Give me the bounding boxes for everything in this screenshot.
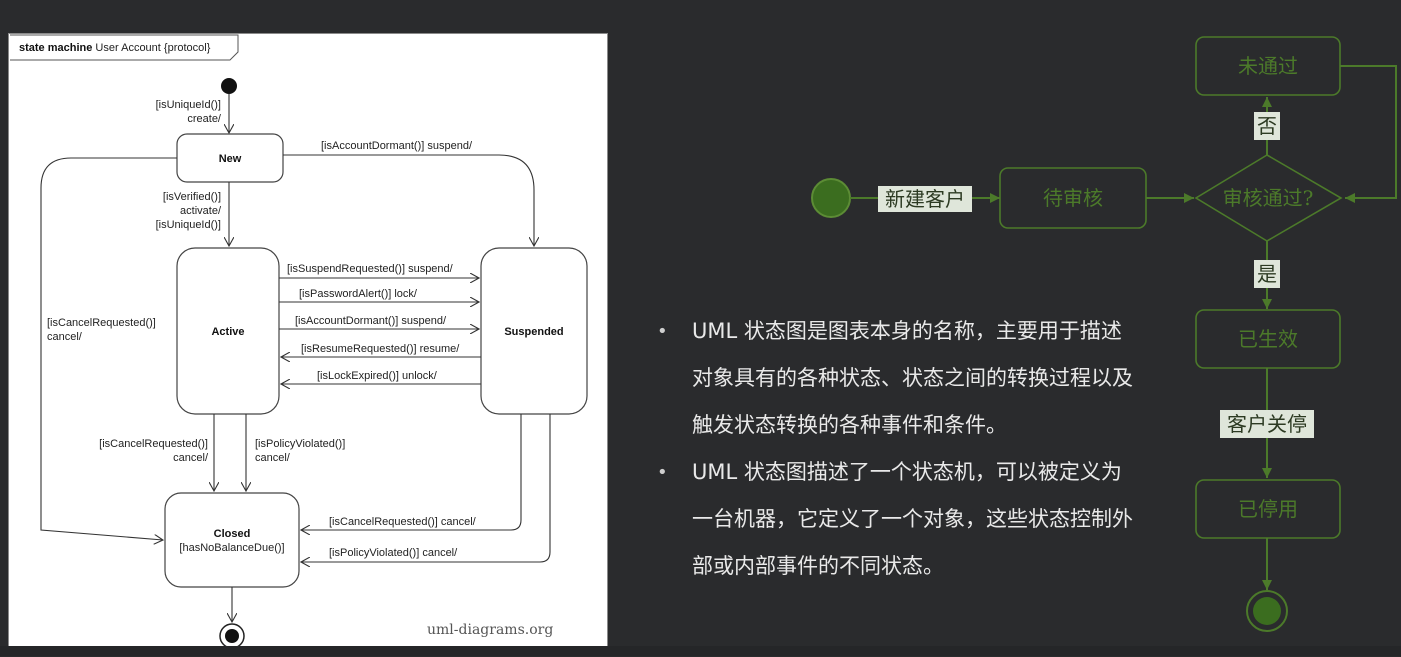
state-suspended (480, 247, 588, 415)
label-active-closed-2-guard: [isPolicyViolated()] (255, 438, 345, 450)
flow-node-active-label: 已生效 (1238, 327, 1298, 351)
flow-start-node (811, 178, 851, 218)
label-new-closed-action: cancel/ (47, 331, 83, 343)
label-initial-action: create/ (187, 113, 222, 125)
label-new-active-guard: [isVerified()] (163, 191, 221, 203)
transition-suspended-closed-2 (301, 414, 551, 562)
flow-node-deactivated-label: 已停用 (1238, 497, 1298, 521)
label-new-closed-guard: [isCancelRequested()] (47, 317, 156, 329)
label-new-active-action: activate/ (180, 205, 222, 217)
bullet-dot-icon: • (657, 321, 668, 342)
frame-title-keyword: state machine (19, 42, 92, 54)
initial-node (221, 78, 237, 94)
label-active-suspended-2: [isPasswordAlert()] lock/ (299, 288, 418, 300)
state-closed-invariant: [hasNoBalanceDue()] (179, 542, 284, 554)
flow-label-customer-close: 客户关停 (1227, 412, 1307, 436)
label-initial-guard: [isUniqueId()] (156, 99, 221, 111)
flow-decision-review-passed (1194, 154, 1343, 242)
state-suspended-label: Suspended (504, 326, 563, 338)
final-node-core (225, 629, 239, 643)
uml-state-machine: state machine User Account {protocol} [i… (9, 34, 588, 649)
flow-label-customer-close-bg (1220, 410, 1314, 438)
label-new-active-guard2: [isUniqueId()] (156, 219, 221, 231)
watermark: uml-diagrams.org (427, 622, 553, 638)
state-closed-label: Closed (214, 528, 251, 540)
label-active-suspended-1: [isSuspendRequested()] suspend/ (287, 263, 454, 275)
flow-node-pending-review-label: 待审核 (1043, 186, 1103, 210)
flow-label-yes: 是 (1257, 262, 1277, 286)
label-active-closed-1-action: cancel/ (173, 452, 209, 464)
state-closed (164, 492, 300, 588)
label-suspended-closed-1: [isCancelRequested()] cancel/ (329, 516, 477, 528)
svg-text:state machine User Account {pr: state machine User Account {protocol} (19, 42, 211, 54)
bullet-item: • UML 状态图描述了一个状态机，可以被定义为一台机器，它定义了一个对象，这些… (654, 449, 1134, 590)
bullet-text-1: UML 状态图是图表本身的名称，主要用于描述对象具有的各种状态、状态之间的转换过… (692, 319, 1133, 437)
bullet-dot-icon: • (657, 462, 668, 483)
flow-edge-notpassed-decision (1340, 65, 1397, 203)
bullet-list: • UML 状态图是图表本身的名称，主要用于描述对象具有的各种状态、状态之间的转… (654, 308, 1134, 590)
transition-new-suspended (283, 154, 534, 246)
frame-title-tab: state machine User Account {protocol} (10, 34, 239, 61)
flow-label-no-bg (1254, 112, 1280, 140)
bullet-text-2: UML 状态图描述了一个状态机，可以被定义为一台机器，它定义了一个对象，这些状态… (692, 460, 1133, 578)
flow-end-node-core (1253, 597, 1281, 625)
transition-new-closed (40, 157, 177, 540)
flow-node-not-passed (1195, 36, 1341, 96)
flow-node-active (1195, 309, 1341, 369)
bullet-item: • UML 状态图是图表本身的名称，主要用于描述对象具有的各种状态、状态之间的转… (654, 308, 1134, 449)
flow-node-not-passed-label: 未通过 (1238, 54, 1298, 78)
flow-decision-label: 审核通过? (1223, 186, 1314, 210)
flow-end-node (1246, 590, 1288, 632)
label-suspended-closed-2: [isPolicyViolated()] cancel/ (329, 547, 458, 559)
flow-label-new-customer: 新建客户 (885, 187, 965, 211)
frame-title-name: User Account {protocol} (92, 42, 210, 54)
uml-diagram-panel: state machine User Account {protocol} [i… (8, 33, 608, 656)
label-active-closed-2-action: cancel/ (255, 452, 291, 464)
flow-label-new-customer-bg (878, 186, 972, 212)
label-active-suspended-3: [isAccountDormant()] suspend/ (295, 315, 447, 327)
label-suspended-active-2: [isLockExpired()] unlock/ (317, 370, 438, 382)
footer-bar (0, 646, 1401, 656)
flow-label-yes-bg (1254, 260, 1280, 288)
flow-label-no: 否 (1257, 114, 1277, 138)
state-active (176, 247, 280, 415)
label-new-suspended: [isAccountDormant()] suspend/ (321, 140, 473, 152)
label-active-closed-1-guard: [isCancelRequested()] (99, 438, 208, 450)
transition-suspended-closed-1 (301, 414, 522, 530)
flow-node-deactivated (1195, 479, 1341, 539)
label-suspended-active-1: [isResumeRequested()] resume/ (301, 343, 460, 355)
state-active-label: Active (211, 326, 244, 338)
flow-node-pending-review (999, 167, 1147, 229)
state-new-label: New (219, 153, 242, 165)
